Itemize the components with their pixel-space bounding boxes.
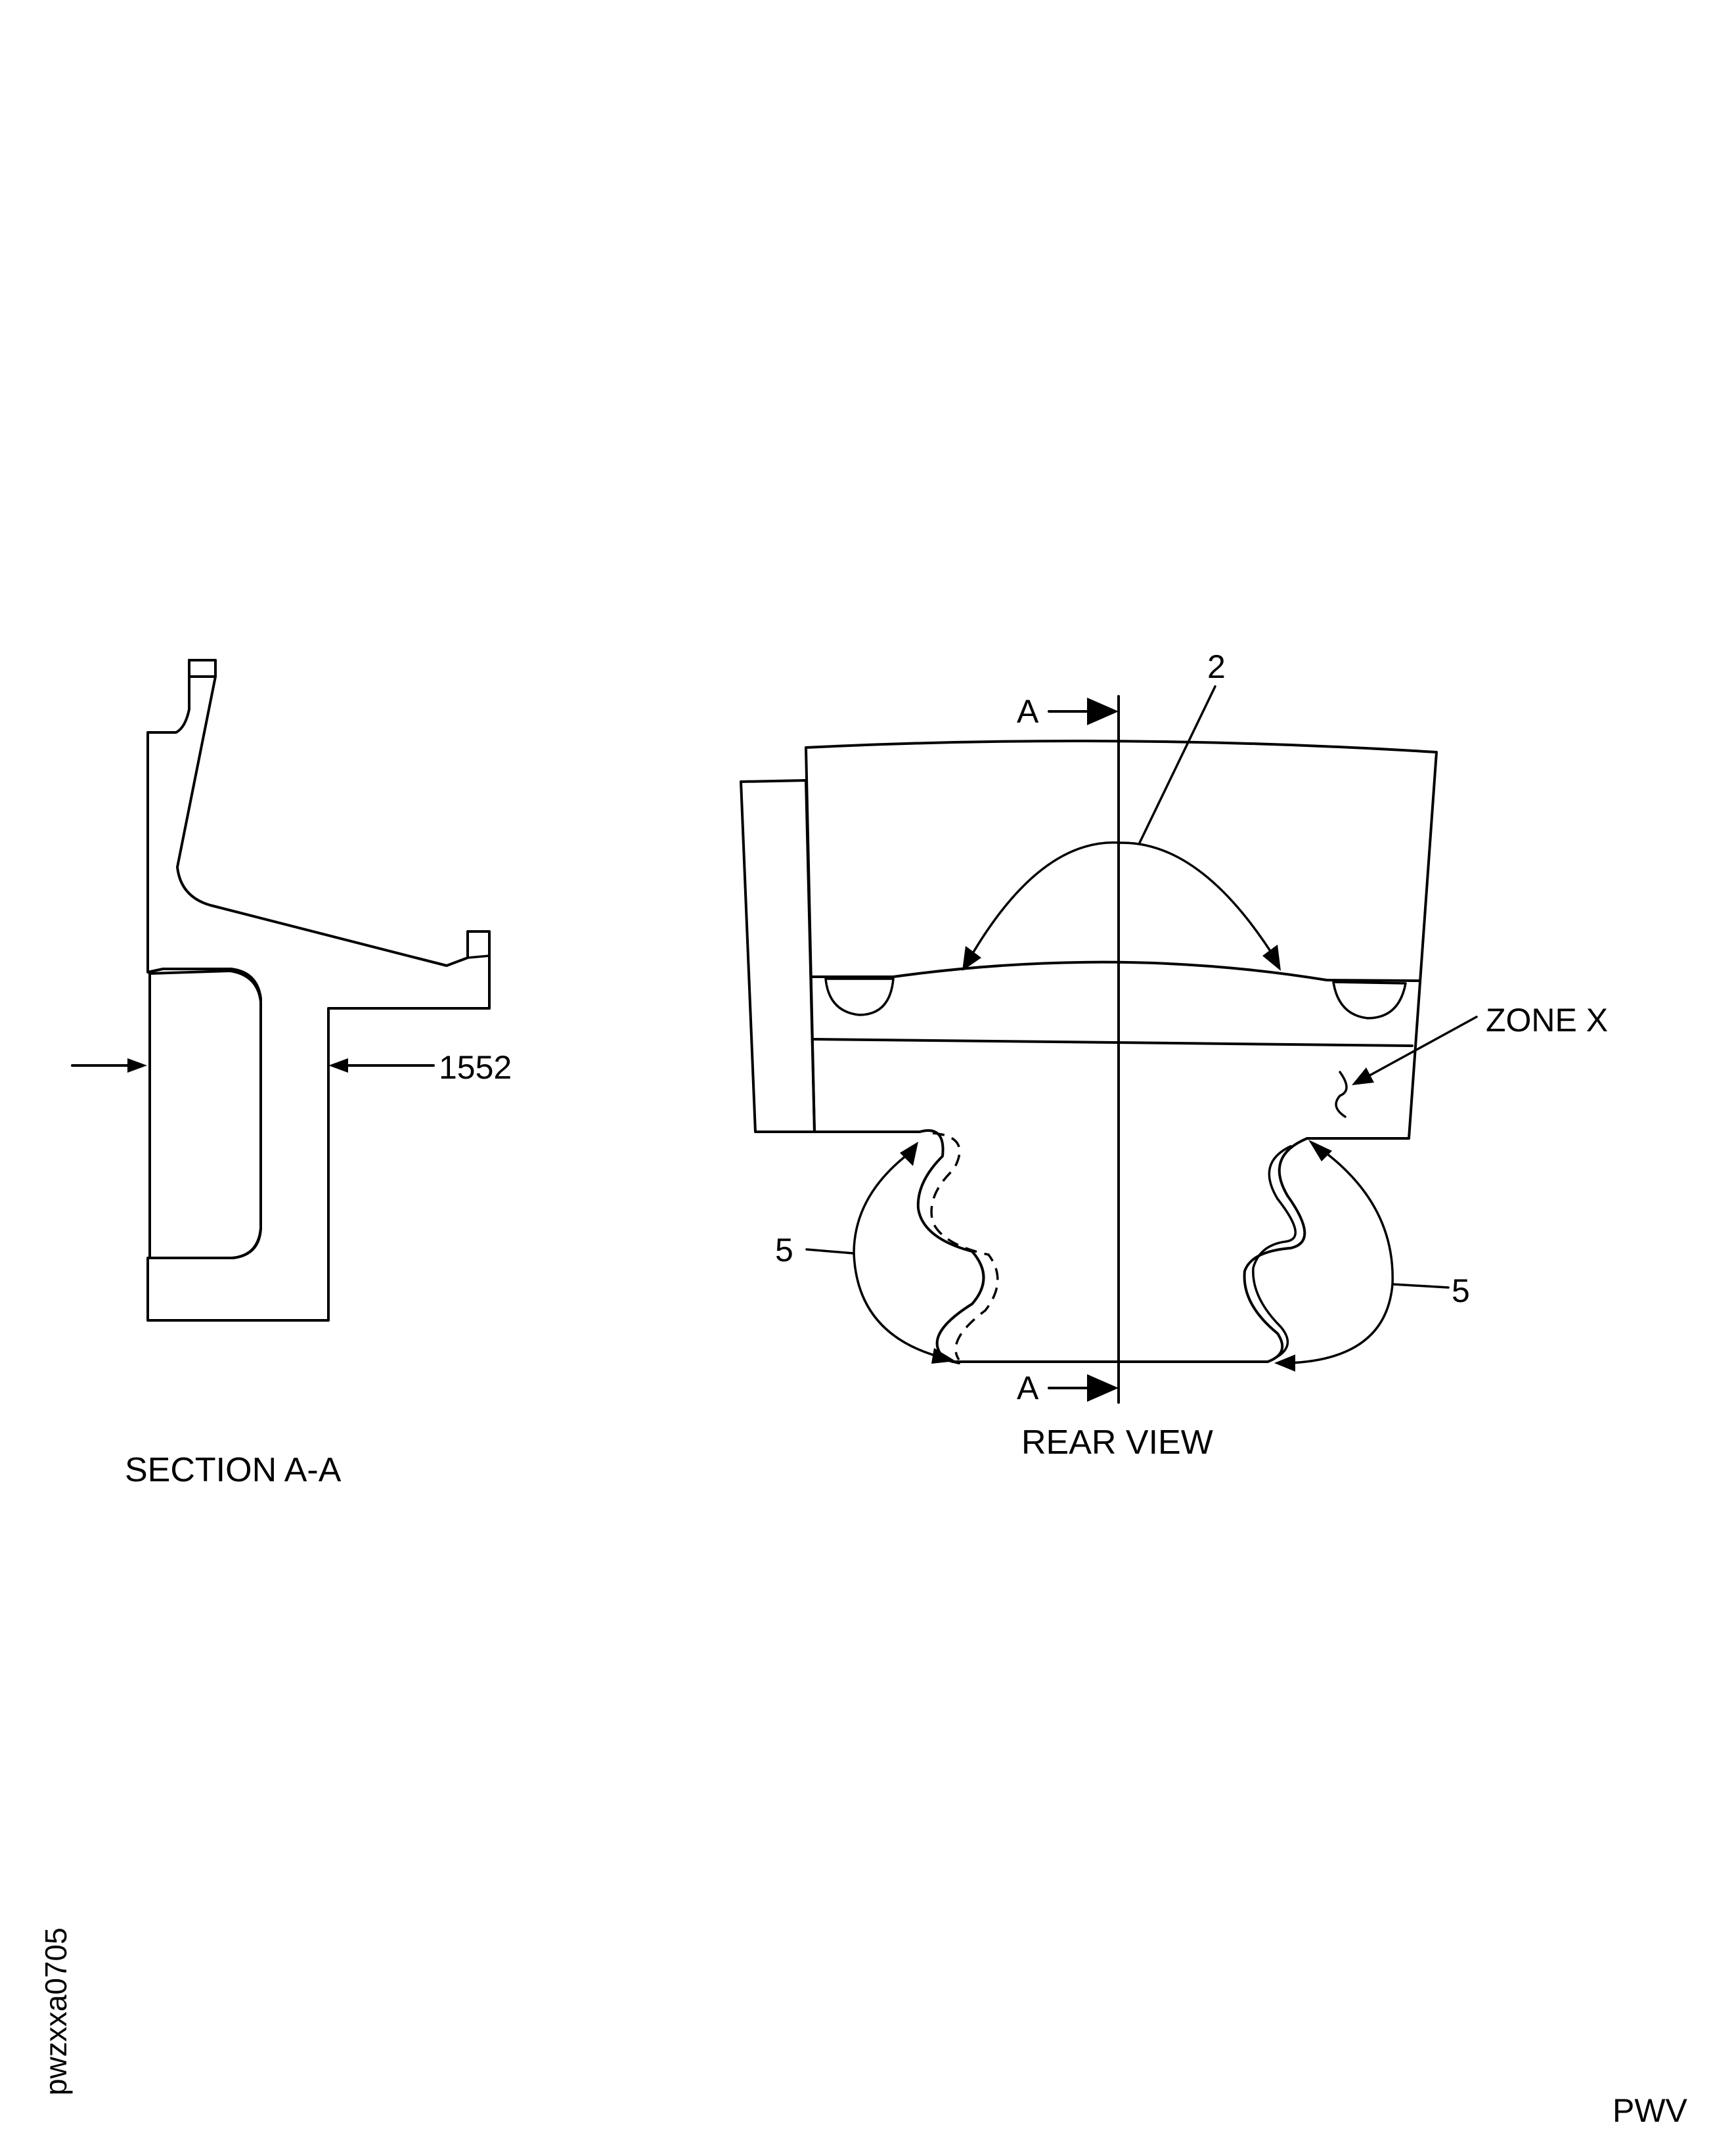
arrow-head-icon (1352, 1067, 1374, 1085)
arrow-head-icon (1262, 945, 1281, 971)
section-cavity (148, 970, 262, 1259)
callout-5-right-leaders (1274, 1140, 1450, 1372)
section-marker-top: A (1017, 693, 1039, 730)
arrow-head-icon (1087, 1374, 1119, 1402)
rear-left-cutout (824, 977, 895, 1016)
callout-2-leaders (962, 685, 1281, 971)
callout-5-right-label: 5 (1452, 1272, 1470, 1309)
rear-band-upper (811, 960, 1421, 982)
rear-band-lower (812, 1038, 1413, 1047)
corner-code-label: PWV (1613, 2092, 1687, 2129)
arrow-head-icon (962, 946, 981, 971)
rear-view-caption: REAR VIEW (1021, 1423, 1213, 1462)
rear-right-cutout (1332, 981, 1407, 1019)
rear-left-lobe (916, 1129, 985, 1364)
callout-zone-x-label: ZONE X (1486, 1002, 1609, 1039)
rear-left-lobe-dashed (930, 1132, 999, 1360)
arrow-head-icon (1274, 1355, 1295, 1372)
section-a-a-caption: SECTION A-A (125, 1451, 342, 1489)
callout-5-left-label: 5 (775, 1232, 793, 1268)
rear-right-lobe (1243, 1137, 1308, 1363)
rear-main-body (805, 740, 1438, 1140)
arrow-head-icon (1308, 1140, 1332, 1161)
callout-5-left-leaders (805, 1142, 956, 1364)
rear-view (740, 695, 1438, 1404)
section-a-a-view (71, 659, 491, 1322)
arrow-head-icon (328, 1058, 348, 1073)
arrow-head-icon (931, 1348, 956, 1364)
figure-id-label: pwzxxa0705 (39, 1927, 73, 2095)
callout-1552-label: 1552 (439, 1049, 512, 1086)
section-body (146, 659, 491, 1322)
callout-2-label: 2 (1207, 648, 1226, 685)
rear-side-plate (740, 779, 816, 1133)
section-top-lip (188, 659, 217, 678)
section-marker-bottom: A (1017, 1370, 1039, 1406)
arrow-head-icon (900, 1142, 918, 1166)
zone-x-leader (1335, 1016, 1478, 1118)
arrow-head-icon (127, 1058, 147, 1073)
section-flange-tip (466, 930, 491, 959)
rear-right-lobe-inner (1252, 1145, 1297, 1360)
arrow-head-icon (1087, 698, 1119, 725)
